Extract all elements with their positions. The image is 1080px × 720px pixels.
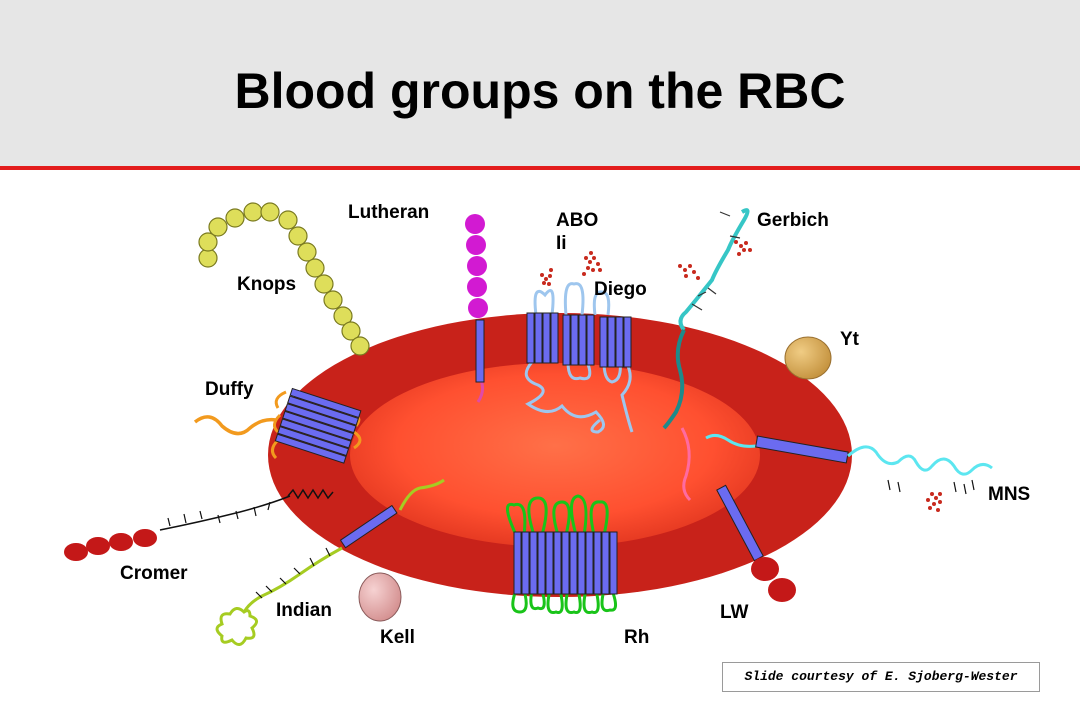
yt-protein <box>784 336 832 380</box>
lw-protein <box>716 484 796 602</box>
label-lutheran: Lutheran <box>348 202 430 223</box>
mns-protein <box>705 433 993 512</box>
label-lw: LW <box>720 602 749 623</box>
lutheran-protein <box>465 214 488 403</box>
label-gerbich: Gerbich <box>757 210 829 231</box>
duffy-protein <box>193 387 362 464</box>
header-divider <box>0 166 1080 170</box>
label-mns: MNS <box>988 484 1031 505</box>
label-diego: Diego <box>594 279 647 300</box>
label-knops: Knops <box>237 274 297 295</box>
label-ii: Ii <box>556 233 567 254</box>
label-cromer: Cromer <box>120 563 188 584</box>
label-yt: Yt <box>840 329 859 350</box>
diego-protein <box>524 282 634 434</box>
title-banner <box>0 0 1080 166</box>
label-rh: Rh <box>624 627 650 648</box>
label-abo: ABO <box>556 210 599 231</box>
gerbich-tail <box>680 427 692 502</box>
kell-protein <box>358 572 402 622</box>
rh-protein <box>506 494 618 615</box>
red-blood-cell <box>268 313 852 597</box>
knops-bead-chain <box>198 202 370 356</box>
label-duffy: Duffy <box>205 379 254 400</box>
label-kell: Kell <box>380 627 415 648</box>
abo-sugar-chains <box>540 251 602 286</box>
credit-box: Slide courtesy of E. Sjoberg-Wester <box>722 662 1040 692</box>
indian-protein <box>215 478 445 646</box>
gerbich-protein <box>662 208 752 430</box>
slide-title: Blood groups on the RBC <box>234 63 846 119</box>
label-indian: Indian <box>276 600 332 621</box>
cromer-protein <box>64 488 334 561</box>
